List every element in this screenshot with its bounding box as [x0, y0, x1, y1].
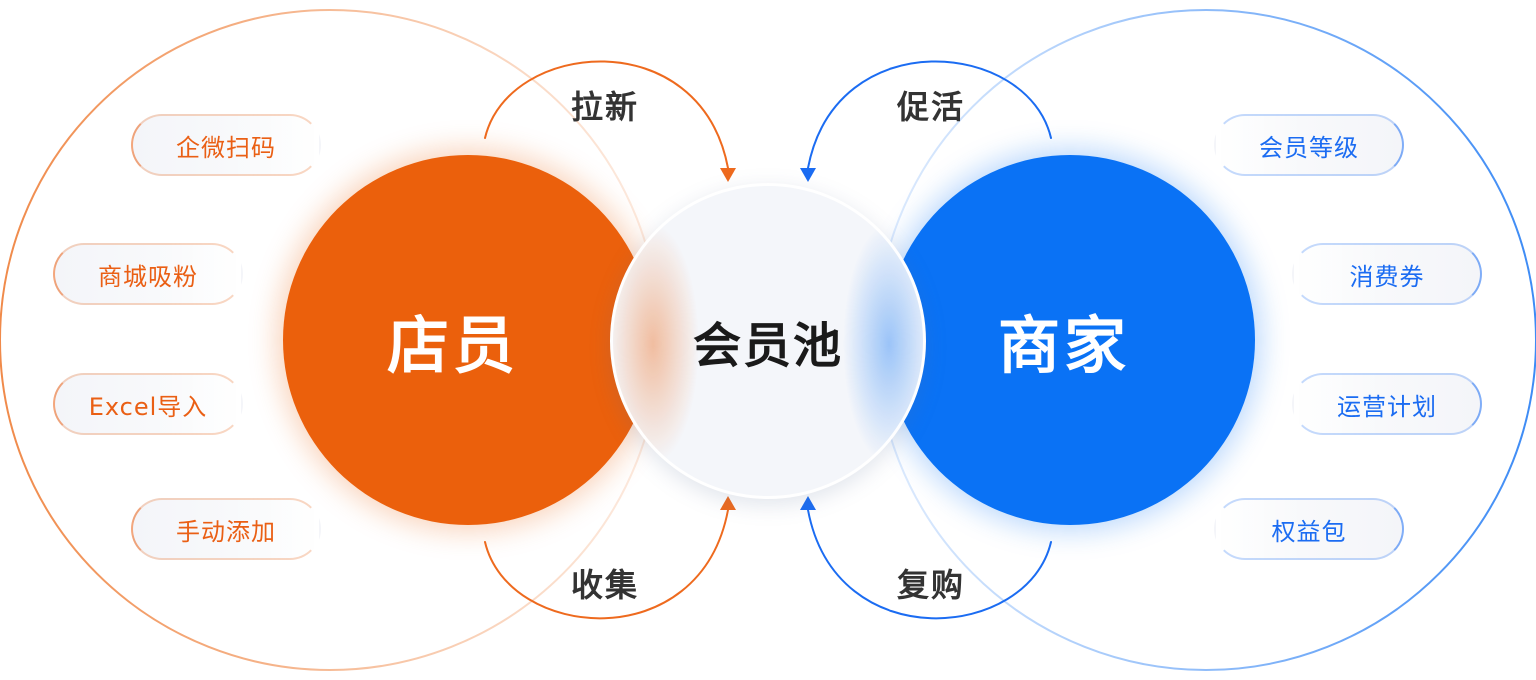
merchant-node-label: 商家 — [997, 309, 1130, 382]
channel-pill-mall-fans: 商城吸粉 — [53, 243, 243, 305]
flow-label-repurchase: 复购 — [896, 566, 965, 604]
tool-pill-benefit-pack: 权益包 — [1214, 498, 1404, 560]
top-left-arrow-icon — [720, 168, 736, 182]
member-pool-node: 会员池 — [610, 183, 926, 499]
channel-label: 企微扫码 — [176, 133, 276, 162]
bottom-right-flow-arc — [807, 509, 1052, 620]
tool-label: 会员等级 — [1259, 133, 1359, 162]
top-right-flow-arc — [807, 60, 1052, 169]
member-pool-label: 会员池 — [692, 318, 843, 374]
channel-pill-manual-add: 手动添加 — [131, 498, 321, 560]
tool-label: 运营计划 — [1337, 392, 1437, 421]
channel-pill-wechat-scan: 企微扫码 — [131, 114, 321, 176]
bottom-left-arrow-icon — [720, 496, 736, 510]
top-left-flow-arc — [484, 60, 729, 169]
channel-label: Excel导入 — [88, 392, 208, 421]
flow-label-acquire: 拉新 — [570, 88, 639, 126]
tool-pill-member-level: 会员等级 — [1214, 114, 1404, 176]
tool-label: 权益包 — [1271, 517, 1347, 546]
tool-pill-coupon: 消费券 — [1292, 243, 1482, 305]
flow-label-collect: 收集 — [570, 566, 639, 604]
channel-label: 商城吸粉 — [98, 262, 198, 291]
channel-pill-excel-import: Excel导入 — [53, 373, 243, 435]
tool-label: 消费券 — [1349, 262, 1425, 291]
channel-label: 手动添加 — [176, 517, 276, 546]
top-right-arrow-icon — [800, 168, 816, 182]
staff-node-label: 店员 — [386, 309, 519, 382]
flow-label-activate: 促活 — [896, 88, 965, 126]
tool-pill-operation-plan: 运营计划 — [1292, 373, 1482, 435]
staff-node: 店员 — [283, 155, 653, 525]
bottom-left-flow-arc — [484, 509, 729, 620]
bottom-right-arrow-icon — [800, 496, 816, 510]
merchant-node: 商家 — [885, 155, 1255, 525]
